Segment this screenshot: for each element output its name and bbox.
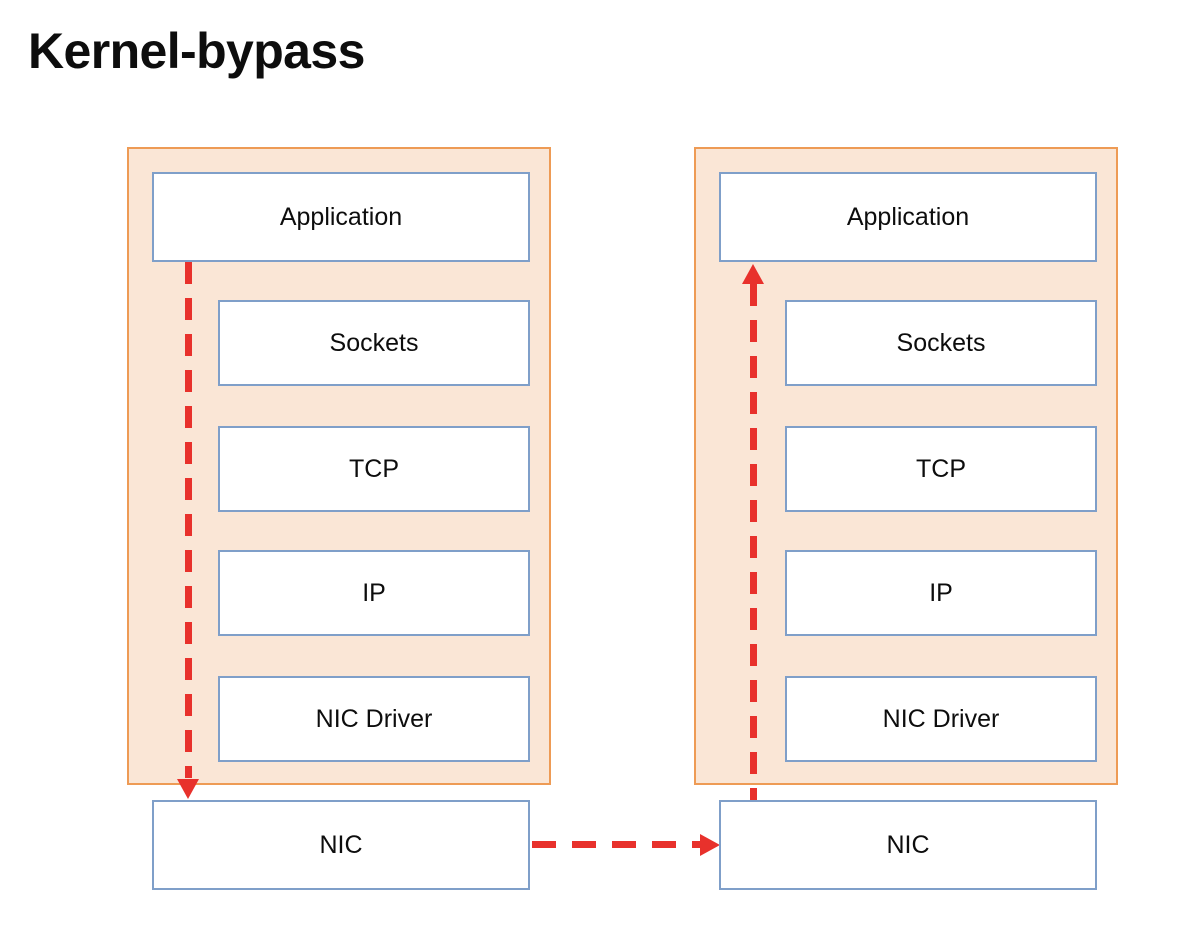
left-layer-ip[interactable]: IP — [218, 550, 530, 636]
page-title: Kernel-bypass — [28, 23, 365, 79]
right-layer-tcp[interactable]: TCP — [785, 426, 1097, 512]
left-layer-sockets[interactable]: Sockets — [218, 300, 530, 386]
nic-to-nic-dashed-line — [532, 841, 704, 848]
left-layer-tcp[interactable]: TCP — [218, 426, 530, 512]
left-layer-nic-driver[interactable]: NIC Driver — [218, 676, 530, 762]
right-layer-ip[interactable]: IP — [785, 550, 1097, 636]
right-layer-nic-driver[interactable]: NIC Driver — [785, 676, 1097, 762]
right-nic-box[interactable]: NIC — [719, 800, 1097, 890]
right-layer-application[interactable]: Application — [719, 172, 1097, 262]
bypass-down-arrowhead-icon — [177, 779, 199, 799]
bypass-down-dashed-line — [185, 262, 192, 778]
left-layer-application[interactable]: Application — [152, 172, 530, 262]
bypass-up-arrowhead-icon — [742, 264, 764, 284]
left-nic-box[interactable]: NIC — [152, 800, 530, 890]
bypass-up-dashed-line — [750, 284, 757, 816]
nic-to-nic-arrowhead-icon — [700, 834, 720, 856]
right-layer-sockets[interactable]: Sockets — [785, 300, 1097, 386]
